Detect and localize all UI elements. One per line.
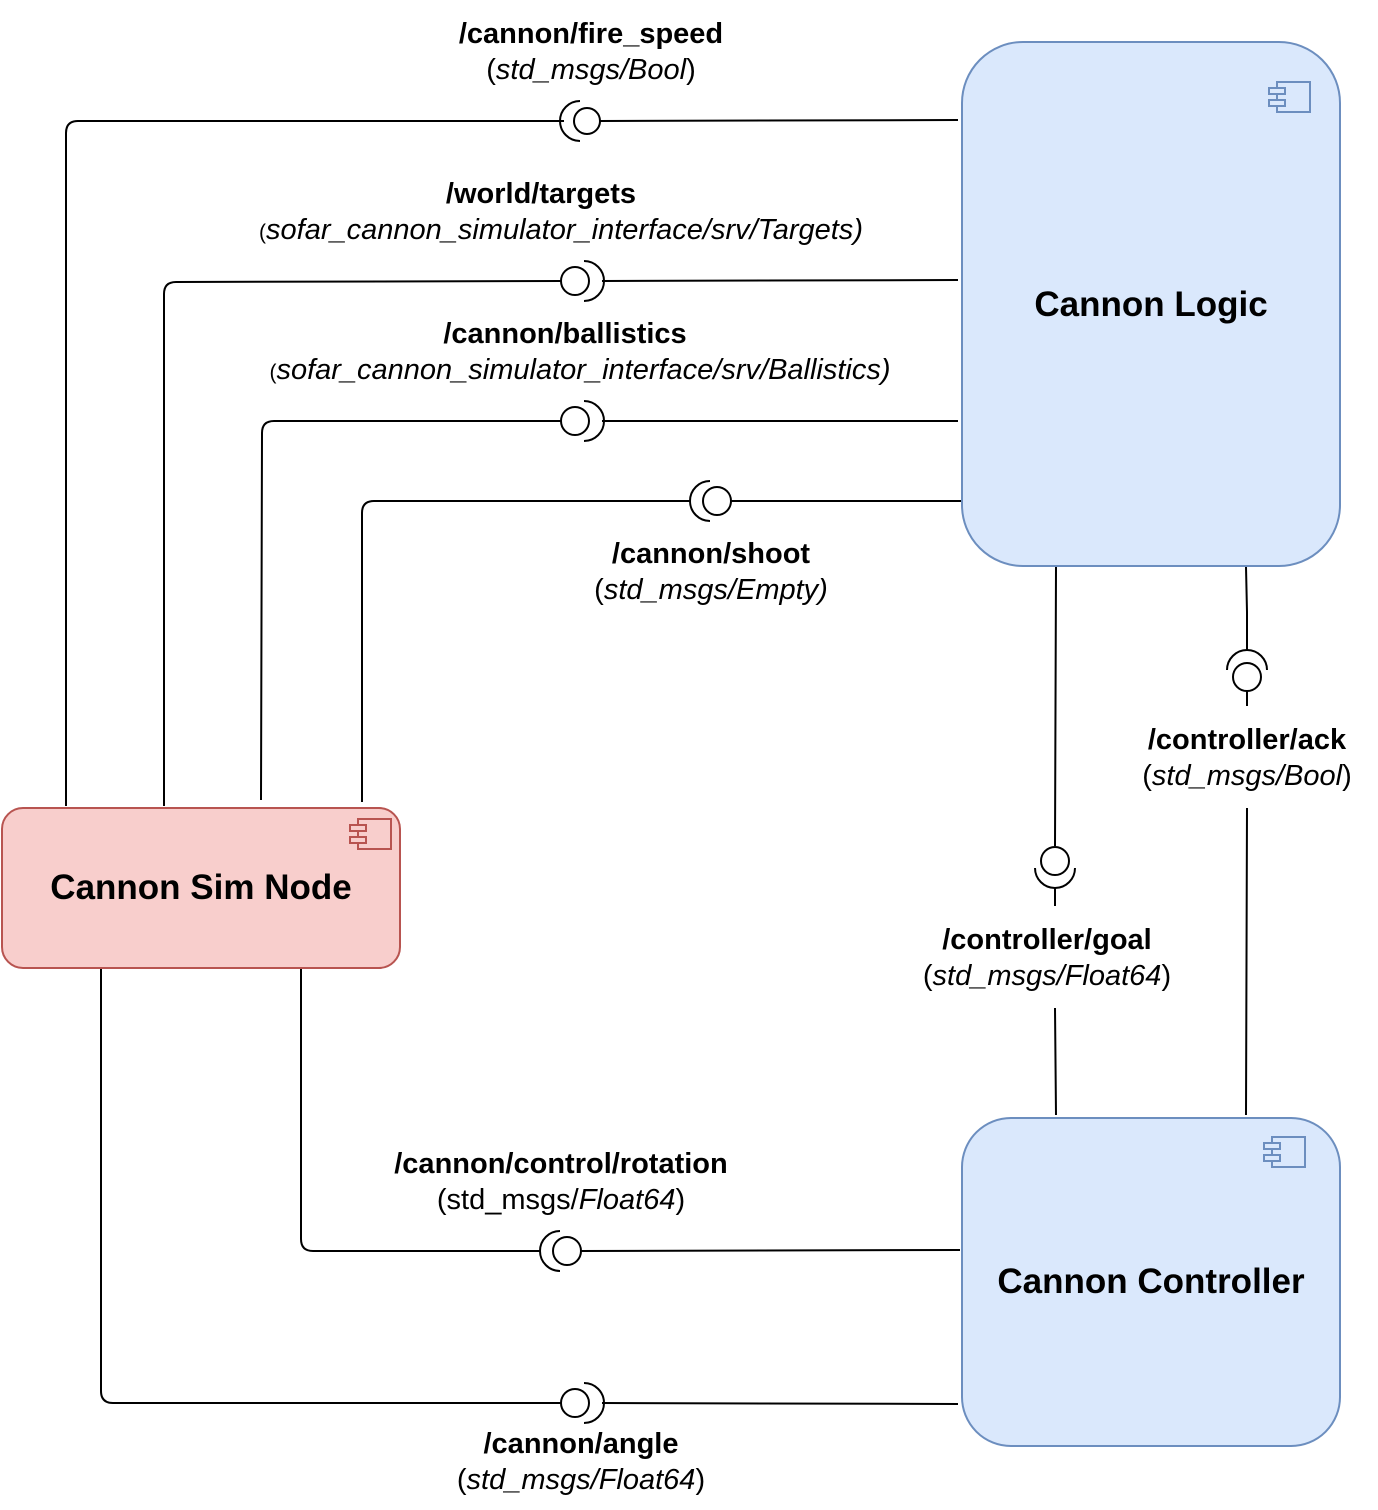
connector-control-rotation bbox=[300, 969, 961, 1252]
interface-type: (std_msgs/Empty) bbox=[594, 574, 828, 606]
cannon-sim-node-component[interactable]: Cannon Sim Node bbox=[1, 807, 401, 969]
interface-name: /cannon/shoot bbox=[611, 538, 811, 570]
label-controller-ack: /controller/ack (std_msgs/Bool) bbox=[1117, 722, 1377, 794]
ball-shoot bbox=[702, 486, 732, 516]
label-control-rotation: /cannon/control/rotation (std_msgs/Float… bbox=[361, 1146, 761, 1218]
ball-angle bbox=[560, 1388, 590, 1418]
interface-name: /cannon/angle bbox=[483, 1428, 679, 1460]
label-ballistics: /cannon/ballistics (sofar_cannon_simulat… bbox=[230, 316, 930, 391]
ball-ballistics bbox=[560, 406, 590, 436]
component-icon bbox=[1263, 1136, 1306, 1168]
ball-controller-goal bbox=[1040, 846, 1070, 876]
interface-name: /controller/goal bbox=[942, 924, 1152, 956]
socket-ballistics bbox=[583, 400, 605, 442]
connector-fire-speed bbox=[65, 119, 959, 806]
interface-name: /world/targets bbox=[445, 178, 637, 210]
label-shoot: /cannon/shoot (std_msgs/Empty) bbox=[561, 536, 861, 608]
socket-fire-speed bbox=[559, 100, 581, 142]
interface-type: (std_msgs/Bool) bbox=[486, 54, 696, 86]
socket-controller-ack bbox=[1226, 649, 1268, 671]
socket-controller-goal bbox=[1034, 867, 1076, 889]
ball-fire-speed bbox=[573, 107, 601, 135]
label-controller-goal: /controller/goal (std_msgs/Float64) bbox=[897, 922, 1197, 994]
interface-type: (std_msgs/Float64) bbox=[922, 960, 1172, 992]
connector-controller-ack bbox=[1245, 566, 1248, 1116]
component-title: Cannon Sim Node bbox=[50, 868, 352, 907]
socket-shoot bbox=[689, 480, 711, 522]
ball-control-rotation bbox=[552, 1236, 582, 1266]
label-angle: /cannon/angle (std_msgs/Float64) bbox=[431, 1426, 731, 1498]
ball-controller-ack bbox=[1232, 662, 1262, 692]
label-targets: /world/targets (sofar_cannon_simulator_i… bbox=[211, 176, 911, 251]
socket-angle bbox=[583, 1382, 605, 1424]
socket-control-rotation bbox=[539, 1230, 561, 1272]
cannon-logic-component[interactable]: Cannon Logic bbox=[961, 41, 1341, 567]
component-icon bbox=[1268, 81, 1311, 113]
label-fire-speed: /cannon/fire_speed (std_msgs/Bool) bbox=[391, 16, 791, 88]
connector-shoot bbox=[361, 500, 962, 802]
interface-name: /cannon/ballistics bbox=[443, 318, 687, 350]
connector-ballistics bbox=[260, 420, 958, 801]
socket-targets bbox=[583, 260, 605, 302]
interface-name: /cannon/control/rotation bbox=[394, 1148, 728, 1180]
component-title: Cannon Logic bbox=[1034, 285, 1268, 324]
connector-angle bbox=[100, 969, 959, 1405]
interface-type: (sofar_cannon_simulator_interface/srv/Ta… bbox=[259, 214, 863, 246]
ball-targets bbox=[560, 266, 590, 296]
component-title: Cannon Controller bbox=[997, 1262, 1305, 1301]
connector-targets bbox=[163, 279, 959, 806]
component-icon bbox=[349, 818, 392, 850]
interface-type: (sofar_cannon_simulator_interface/srv/Ba… bbox=[269, 354, 891, 386]
interface-type: (std_msgs/Float64) bbox=[456, 1464, 706, 1496]
connector-controller-goal bbox=[1054, 566, 1057, 1116]
interface-name: /controller/ack bbox=[1147, 724, 1347, 756]
interface-name: /cannon/fire_speed bbox=[458, 18, 724, 50]
interface-type: (std_msgs/Float64) bbox=[436, 1184, 686, 1216]
cannon-controller-component[interactable]: Cannon Controller bbox=[961, 1117, 1341, 1447]
interface-type: (std_msgs/Bool) bbox=[1142, 760, 1352, 792]
